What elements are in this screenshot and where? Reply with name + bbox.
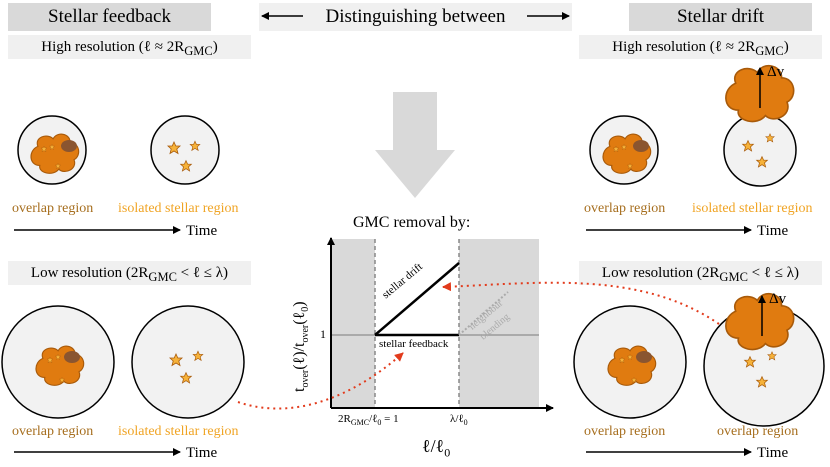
x-axis-label-sub: 0 bbox=[444, 445, 451, 460]
y-axis-label-c: (ℓ bbox=[291, 311, 308, 325]
x-tick-left-sub2: 0 bbox=[377, 418, 382, 428]
hr-right-isolated-circle bbox=[723, 64, 797, 187]
time-label-lr-left: Time bbox=[186, 445, 218, 461]
high-res-right-close: ) bbox=[783, 39, 789, 55]
x-tick-left-sub: GMC bbox=[350, 418, 370, 428]
red-arrow-feedback bbox=[237, 352, 404, 410]
distinguishing-text: Distinguishing between bbox=[325, 6, 506, 27]
x-tick-left-end: = 1 bbox=[381, 413, 399, 425]
overlap-label-hr-right: overlap region bbox=[584, 201, 666, 216]
high-res-left-close: ) bbox=[212, 39, 218, 55]
stellar-feedback-header: Stellar feedback bbox=[8, 3, 211, 31]
low-res-right: Low resolution (2RGMC < ℓ ≤ λ) bbox=[579, 261, 822, 285]
high-res-right: High resolution (ℓ ≈ 2RGMC) bbox=[579, 35, 822, 59]
time-label-lr-right: Time bbox=[757, 445, 789, 461]
y-axis-label-b: (ℓ)/t bbox=[291, 342, 308, 370]
plot-grey-band-left bbox=[331, 239, 375, 408]
isolated-label-lr-left: isolated stellar region bbox=[118, 424, 239, 439]
lr-right-overlap-circle bbox=[573, 305, 687, 419]
x-axis-label-a: ℓ/ℓ bbox=[422, 436, 445, 456]
low-res-left-text: Low resolution (2R bbox=[30, 265, 149, 281]
hr-left-overlap-circle bbox=[17, 115, 87, 185]
lr-left-isolated-circle bbox=[131, 305, 245, 419]
high-res-left: High resolution (ℓ ≈ 2RGMC) bbox=[8, 35, 251, 59]
y-tick-label: 1 bbox=[320, 327, 326, 341]
neighbour-blending-curve bbox=[458, 291, 509, 336]
big-down-arrow bbox=[375, 92, 455, 198]
x-tick-left: 2RGMC/ℓ0 = 1 bbox=[338, 413, 399, 427]
x-tick-right-a: λ/ℓ bbox=[450, 413, 464, 425]
low-res-left-sub: GMC bbox=[148, 270, 177, 284]
distinguishing-header bbox=[259, 3, 572, 31]
lr-right-drift-circle bbox=[703, 292, 825, 427]
drift-curve bbox=[374, 262, 460, 336]
stellar-drift-header: Stellar drift bbox=[629, 3, 812, 31]
high-res-left-sub: GMC bbox=[184, 44, 213, 58]
delta-v-lr: Δv bbox=[769, 291, 787, 307]
time-label-hr-right: Time bbox=[757, 223, 789, 239]
delta-v-hr: Δv bbox=[767, 64, 785, 80]
x-tick-left-a: 2R bbox=[338, 413, 351, 425]
lr-left-overlap-circle bbox=[1, 305, 115, 419]
removal-plot bbox=[327, 237, 554, 412]
high-res-right-sub: GMC bbox=[755, 44, 784, 58]
x-tick-left-b: /ℓ bbox=[369, 413, 378, 425]
high-res-right-text: High resolution (ℓ ≈ 2R bbox=[612, 39, 756, 55]
low-res-left: Low resolution (2RGMC < ℓ ≤ λ) bbox=[8, 261, 251, 285]
feedback-label: stellar feedback bbox=[379, 338, 449, 350]
hr-left-isolated-circle bbox=[150, 115, 220, 185]
low-res-left-tail: < ℓ ≤ λ) bbox=[176, 265, 229, 281]
overlap-label-lr-left: overlap region bbox=[12, 424, 94, 439]
time-label-hr-left: Time bbox=[186, 223, 218, 239]
x-tick-right: λ/ℓ0 bbox=[450, 413, 468, 427]
y-axis-label-d: ) bbox=[291, 301, 308, 307]
isolated-label-hr-left: isolated stellar region bbox=[118, 201, 239, 216]
y-axis-label-a: t bbox=[291, 387, 308, 392]
low-res-right-tail: < ℓ ≤ λ) bbox=[747, 265, 800, 281]
low-res-right-sub: GMC bbox=[719, 270, 748, 284]
y-axis-label-sub: over bbox=[300, 369, 312, 388]
plot-title: GMC removal by: bbox=[353, 214, 471, 231]
high-res-left-text: High resolution (ℓ ≈ 2R bbox=[41, 39, 185, 55]
overlap-label-lr-right-b: overlap region bbox=[717, 424, 799, 439]
overlap-label-lr-right-a: overlap region bbox=[584, 424, 666, 439]
x-axis-label: ℓ/ℓ0 bbox=[422, 436, 450, 461]
x-tick-right-sub: 0 bbox=[463, 418, 468, 428]
red-arrow-drift bbox=[442, 281, 720, 325]
y-axis-label-sub2: over bbox=[300, 324, 312, 343]
low-res-right-text: Low resolution (2R bbox=[601, 265, 720, 281]
y-axis-label-sub3: 0 bbox=[300, 306, 312, 312]
isolated-label-hr-right: isolated stellar region bbox=[692, 201, 813, 216]
overlap-label-hr-left: overlap region bbox=[12, 201, 94, 216]
hr-right-overlap-circle bbox=[589, 115, 659, 185]
distinguishing-label: Distinguishing between bbox=[259, 3, 572, 31]
y-axis-label: tover(ℓ)/tover(ℓ0) bbox=[291, 301, 311, 392]
